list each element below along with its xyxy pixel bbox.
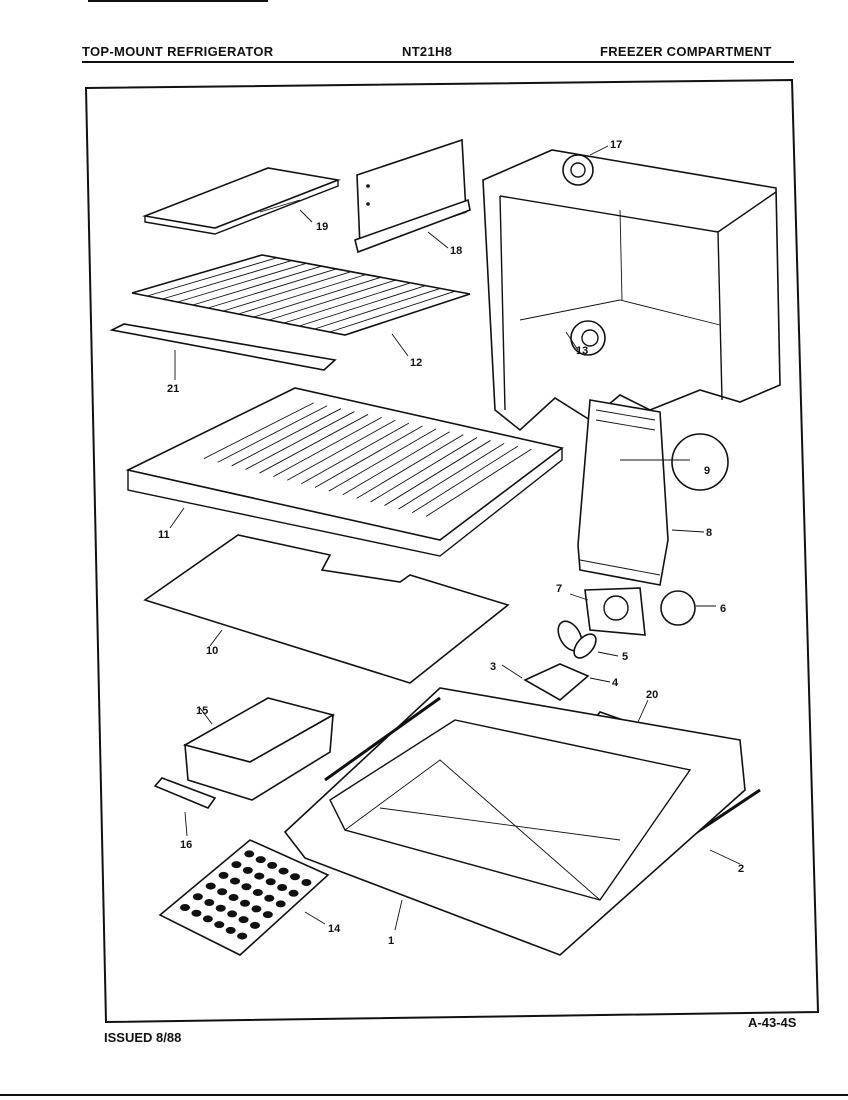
part-19-small-shelf [142, 167, 341, 235]
header-model-number: NT21H8 [402, 44, 453, 59]
part-1-freezer-floor [283, 687, 746, 956]
footer-issued-date: ISSUED 8/88 [104, 1030, 182, 1045]
callout-17: 17 [610, 139, 622, 151]
callout-2: 2 [738, 863, 744, 875]
callout-11: 11 [158, 529, 170, 541]
callout-12: 12 [410, 357, 422, 369]
part-15-ice-bucket [182, 697, 336, 801]
callout-18: 18 [450, 245, 462, 257]
callout-13: 13 [576, 345, 588, 357]
callout-3: 3 [490, 661, 496, 673]
callout-7: 7 [556, 583, 562, 595]
footer-figure-code: A-43-4S [748, 1015, 797, 1030]
part-14-ice-tray [158, 839, 330, 956]
callout-8: 8 [706, 527, 712, 539]
callout-10: 10 [206, 645, 218, 657]
freezer-cabinet [482, 149, 781, 432]
part-16-tray-slide [153, 777, 217, 809]
header-product-title: TOP-MOUNT REFRIGERATOR [82, 44, 274, 59]
part-21-support-bar [109, 323, 337, 371]
top-short-rule [88, 0, 268, 2]
callout-leaders [169, 145, 741, 931]
part-3-4-motor-mount [523, 663, 590, 701]
callout-9: 9 [704, 465, 710, 477]
part-8-evaporator-cover [577, 399, 729, 586]
callout-19: 19 [316, 221, 328, 233]
part-12-wire-rack [131, 254, 471, 336]
header-section-title: FREEZER COMPARTMENT [600, 44, 772, 59]
callout-labels: 1 2 3 4 5 6 7 8 9 10 11 12 13 14 15 16 1… [158, 139, 744, 947]
callout-4: 4 [612, 677, 619, 689]
callout-6: 6 [720, 603, 726, 615]
part-18-retainer [354, 138, 471, 254]
header-underline [82, 61, 794, 63]
part-5-fan-blade [557, 620, 597, 659]
diagram-frame [84, 78, 820, 1024]
callout-1: 1 [388, 935, 394, 947]
part-6-7-fan-motor [584, 587, 696, 636]
callout-16: 16 [180, 839, 192, 851]
callout-15: 15 [196, 705, 208, 717]
part-10-shelf-insert [143, 534, 510, 684]
callout-14: 14 [328, 923, 341, 935]
callout-20: 20 [646, 689, 658, 701]
part-11-main-shelf [125, 387, 564, 557]
bottom-rule [0, 1094, 848, 1096]
callout-5: 5 [622, 651, 628, 663]
callout-21: 21 [167, 383, 179, 395]
